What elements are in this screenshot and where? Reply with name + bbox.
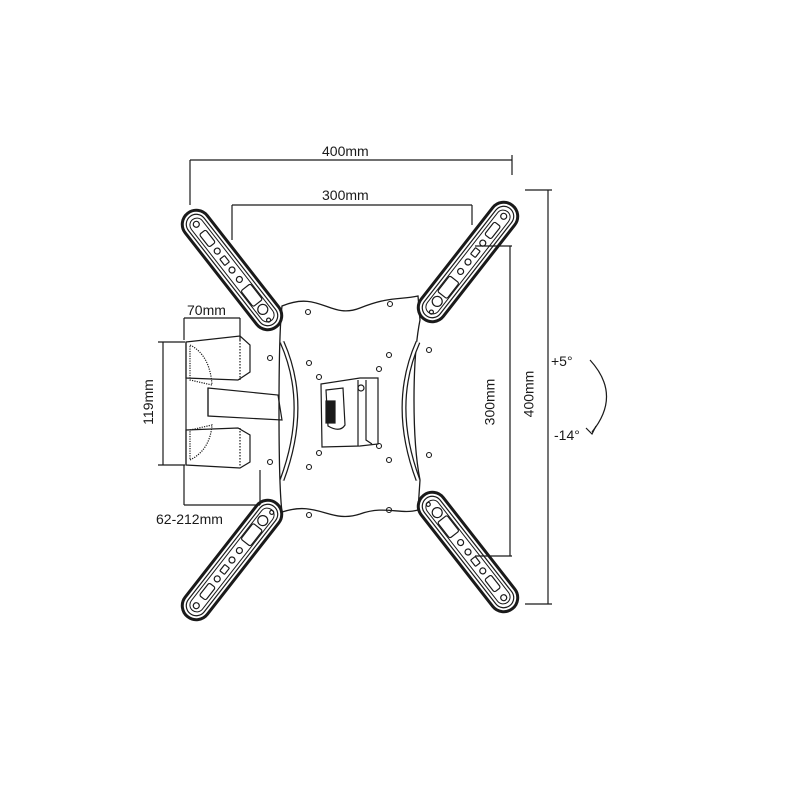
arm-bottom-left	[180, 498, 284, 622]
vesa-plate	[278, 295, 421, 518]
wall-plate	[185, 335, 251, 469]
plate-holes	[266, 300, 433, 519]
label-70mm: 70mm	[187, 302, 226, 318]
arm-bottom-right	[416, 490, 520, 614]
label-400mm-vertical: 400mm	[520, 370, 537, 418]
dimension-300-horizontal	[231, 204, 473, 240]
arm-top-left	[180, 208, 284, 332]
label-300mm-vertical: 300mm	[481, 378, 498, 426]
dimension-400-horizontal	[189, 155, 513, 205]
label-tilt-up: +5°	[551, 353, 573, 369]
dimension-119	[158, 341, 185, 466]
label-300mm-horizontal: 300mm	[322, 187, 369, 203]
arm-top-right	[416, 200, 520, 324]
dimension-400-vertical	[525, 189, 552, 605]
label-tilt-down: -14°	[554, 427, 580, 443]
tilt-arc	[589, 359, 608, 433]
label-400mm-horizontal: 400mm	[322, 143, 369, 159]
pivot-bracket	[320, 377, 379, 448]
swing-arm	[207, 387, 283, 421]
dimension-62-212	[183, 465, 261, 506]
tilt-arrow-icon	[585, 425, 597, 436]
label-62-212mm: 62-212mm	[156, 511, 223, 527]
label-119mm: 119mm	[139, 379, 156, 425]
